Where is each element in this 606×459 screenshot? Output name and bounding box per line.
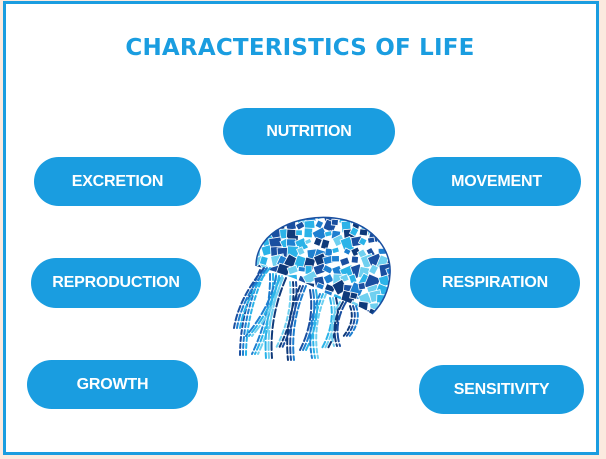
mosaic-tile: [277, 217, 292, 221]
mosaic-tile: [357, 217, 371, 226]
mosaic-tile: [387, 299, 391, 314]
tentacle-strand: [239, 267, 271, 329]
mosaic-tile: [386, 230, 391, 240]
tentacle-strand: [336, 301, 347, 347]
growth-pill: GROWTH: [27, 360, 198, 409]
mosaic-tile: [321, 264, 334, 275]
mosaic-tile: [357, 281, 367, 291]
mosaic-tile: [315, 282, 325, 291]
tentacle-strand: [344, 305, 356, 339]
reproduction-pill: REPRODUCTION: [31, 258, 201, 308]
tentacle-strand: [341, 305, 353, 339]
mosaic-tile: [286, 264, 299, 276]
mosaic-tile: [314, 217, 325, 221]
tentacle-strand: [327, 297, 339, 349]
mosaic-tile: [358, 228, 369, 237]
tentacle-strand: [233, 267, 265, 329]
mosaic-tile: [357, 300, 369, 314]
mosaic-tile: [266, 217, 281, 224]
mosaic-tile: [349, 291, 359, 300]
mosaic-tile: [386, 244, 391, 254]
mosaic-tile: [330, 218, 339, 227]
tentacle-strand: [292, 285, 307, 361]
tentacle-strand: [330, 301, 341, 347]
mosaic-tile: [377, 228, 391, 242]
mosaic-tile: [348, 226, 360, 237]
mosaic-tile: [375, 217, 387, 223]
nutrition-pill: NUTRITION: [223, 108, 395, 155]
mosaic-tile: [331, 246, 340, 255]
tentacle-strand: [245, 275, 277, 337]
tentacle-strand: [251, 275, 283, 337]
mosaic-tile: [256, 217, 263, 219]
mosaic-tile: [375, 222, 387, 234]
tentacle-strand: [299, 289, 313, 351]
mosaic-tile: [386, 291, 391, 301]
mosaic-tile: [386, 219, 391, 235]
tentacle-strand: [236, 267, 268, 329]
mosaic-tile: [258, 290, 268, 301]
mosaic-tile: [304, 237, 313, 246]
tentacle-strand: [286, 285, 301, 361]
tentacle-strand: [278, 281, 295, 349]
tentacle-strand: [281, 281, 298, 349]
tentacle-strand: [302, 289, 316, 351]
tentacle-strand: [309, 293, 321, 359]
mosaic-tile: [357, 236, 368, 247]
mosaic-tile: [342, 247, 352, 256]
mosaic-tile: [322, 273, 335, 285]
mosaic-tile: [350, 255, 360, 264]
tentacle-strand: [270, 277, 287, 359]
mosaic-tile: [261, 217, 271, 221]
mosaic-tile: [385, 217, 391, 220]
tentacle-strand: [347, 305, 359, 339]
mosaic-tile: [368, 217, 382, 222]
tentacle-strand: [305, 289, 319, 351]
jellyfish-bell: [256, 217, 391, 314]
mosaic-tile: [287, 217, 296, 220]
tentacle-strand: [251, 273, 272, 355]
mosaic-tile: [319, 238, 331, 251]
diagram-title: CHARACTERISTICS OF LIFE: [125, 35, 475, 61]
mosaic-tile: [258, 217, 274, 231]
mosaic-tile: [367, 236, 376, 244]
mosaic-tile: [314, 219, 325, 230]
respiration-pill: RESPIRATION: [410, 258, 580, 308]
mosaic-tile: [340, 309, 351, 314]
excretion-pill: EXCRETION: [34, 157, 201, 206]
tentacle-strand: [248, 275, 280, 337]
mosaic-tile: [295, 229, 303, 236]
tentacle-strand: [324, 297, 336, 349]
mosaic-tile: [383, 306, 391, 314]
mosaic-tile: [378, 312, 391, 314]
mosaic-tile: [368, 263, 380, 276]
sensitivity-pill: SENSITIVITY: [419, 365, 584, 414]
mosaic-tile: [339, 256, 351, 267]
mosaic-tile: [258, 255, 269, 266]
tentacle-strand: [289, 285, 304, 361]
mosaic-tile: [348, 217, 362, 221]
mosaic-tile: [312, 236, 323, 247]
mosaic-tile: [296, 246, 306, 257]
movement-pill: MOVEMENT: [412, 157, 581, 206]
tentacle-strand: [275, 281, 292, 349]
tentacle-strand: [315, 293, 327, 359]
mosaic-tile: [323, 230, 333, 238]
tentacle-strand: [333, 301, 344, 347]
mosaic-tile: [256, 228, 260, 240]
mosaic-tile: [384, 239, 391, 253]
jellyfish-tentacles: [233, 267, 359, 361]
jellyfish-illustration: [233, 216, 391, 361]
mosaic-tile: [297, 265, 307, 273]
mosaic-tile: [256, 220, 265, 233]
mosaic-tile: [303, 227, 314, 239]
tentacle-strand: [321, 297, 333, 349]
mosaic-tile: [294, 220, 306, 231]
mosaic-tile: [302, 270, 319, 286]
tentacle-strand: [312, 293, 324, 359]
mosaic-tile: [331, 255, 340, 263]
jellyfish-bell-outline: [255, 216, 391, 315]
